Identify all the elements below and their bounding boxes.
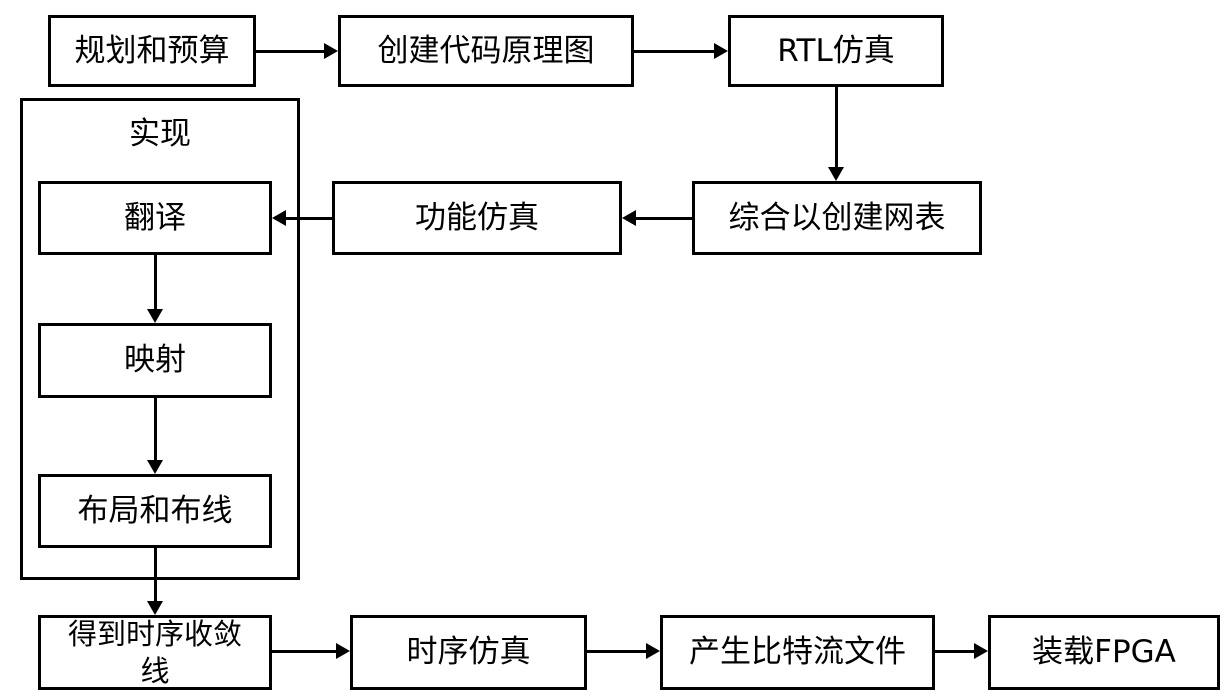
arrowhead-down-icon (147, 460, 163, 474)
node-timing-closure: 得到时序收敛 线 (38, 615, 272, 690)
arrow-mapping-to-place-and-route (147, 398, 163, 474)
arrowhead-right-icon (336, 643, 350, 659)
arrowhead-right-icon (646, 643, 660, 659)
arrow-functional-simulation-to-translate (272, 210, 332, 226)
arrow-create-schematic-to-rtl-simulation (634, 43, 728, 59)
arrow-place-and-route-to-timing-closure (147, 548, 163, 615)
arrowhead-right-icon (714, 43, 728, 59)
arrowhead-left-icon (272, 210, 286, 226)
arrow-timing-closure-to-timing-simulation (272, 643, 350, 659)
arrow-rtl-simulation-to-synthesis (828, 87, 844, 181)
arrowhead-down-icon (147, 601, 163, 615)
arrow-timing-simulation-to-generate-bitstream (587, 643, 660, 659)
node-planning: 规划和预算 (48, 15, 256, 87)
node-translate: 翻译 (38, 181, 272, 255)
arrow-generate-bitstream-to-load-fpga (935, 643, 988, 659)
node-place-and-route: 布局和布线 (38, 474, 272, 548)
arrowhead-left-icon (622, 210, 636, 226)
node-generate-bitstream: 产生比特流文件 (660, 615, 935, 690)
node-mapping: 映射 (38, 323, 272, 398)
arrow-synthesis-to-functional-simulation (622, 210, 692, 226)
arrowhead-down-icon (828, 167, 844, 181)
arrow-translate-to-mapping (147, 255, 163, 323)
node-synthesis: 综合以创建网表 (692, 181, 982, 255)
node-create-schematic: 创建代码原理图 (338, 15, 634, 87)
node-functional-simulation: 功能仿真 (332, 181, 622, 255)
arrowhead-right-icon (324, 43, 338, 59)
node-timing-simulation: 时序仿真 (350, 615, 587, 690)
arrowhead-down-icon (147, 309, 163, 323)
arrowhead-right-icon (974, 643, 988, 659)
node-rtl-simulation: RTL仿真 (728, 15, 944, 87)
group-label-implementation: 实现 (129, 116, 191, 152)
arrow-planning-to-create-schematic (256, 43, 338, 59)
node-load-fpga: 装载FPGA (988, 615, 1220, 690)
